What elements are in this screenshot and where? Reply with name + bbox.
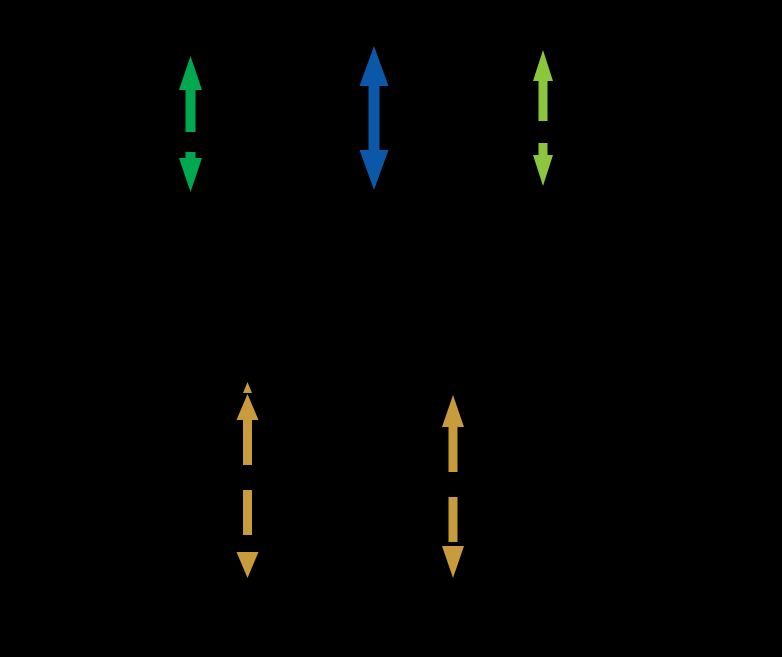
blue-double-arrow-head-top — [359, 46, 389, 86]
gold-double-arrow-stacked-head[interactable] — [236, 382, 259, 578]
green-double-arrow[interactable] — [179, 56, 202, 192]
gold-double-arrow-stacked-head-head-top — [236, 394, 259, 420]
green-double-arrow-head-top — [179, 56, 202, 90]
gold-double-arrow-stacked-head-head-top-small — [243, 382, 252, 393]
gold-double-arrow-stacked-head-head-bottom — [236, 552, 259, 578]
blue-double-arrow-head-bottom — [359, 150, 389, 190]
light-green-double-arrow-head-bottom — [533, 155, 553, 186]
gold-double-arrow-head-top — [442, 395, 464, 427]
light-green-double-arrow[interactable] — [533, 50, 553, 186]
blue-double-arrow[interactable] — [359, 46, 389, 190]
gold-double-arrow[interactable] — [442, 395, 464, 578]
light-green-double-arrow-head-top — [533, 50, 553, 81]
green-double-arrow-head-bottom — [179, 158, 202, 192]
gold-double-arrow-head-bottom — [442, 546, 464, 578]
